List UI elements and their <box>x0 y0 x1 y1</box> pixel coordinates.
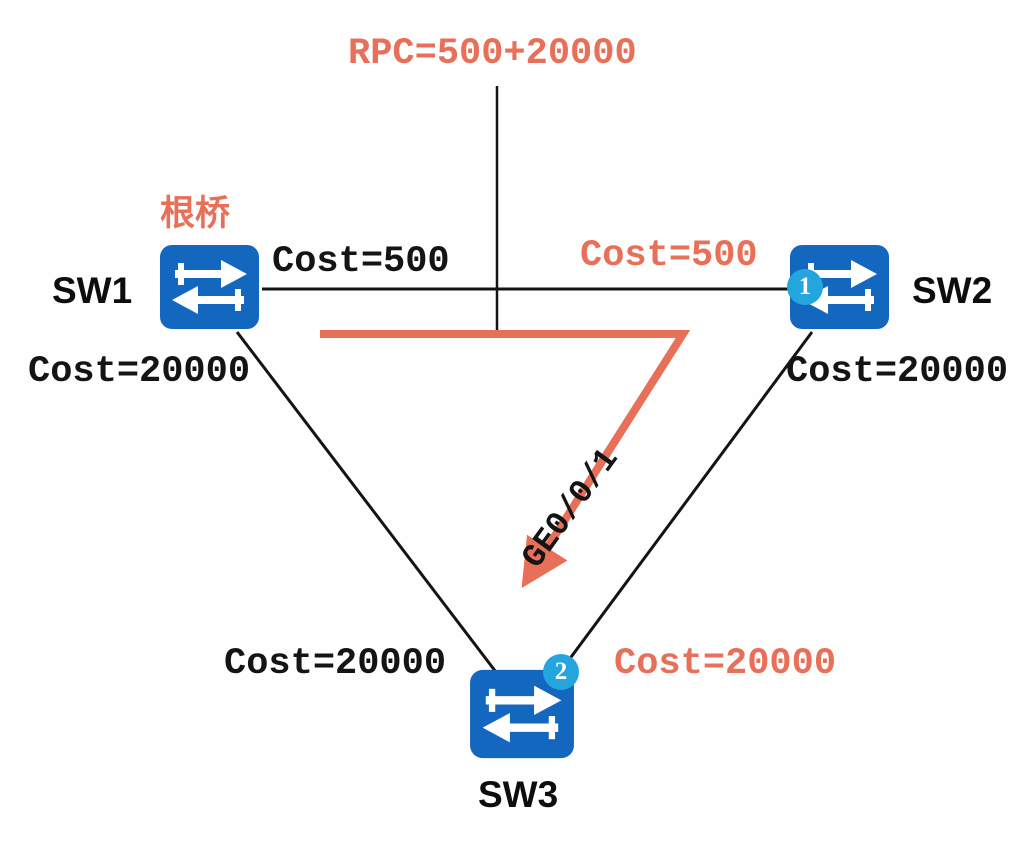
cost-label-sw1-sw2: Cost=500 <box>272 241 450 283</box>
switch-icon-sw1 <box>160 245 259 329</box>
cost-label-sw2-sw3: Cost=20000 <box>786 351 1009 393</box>
cost-label-sw3-port2: Cost=20000 <box>614 643 837 685</box>
cost-label-sw3-left: Cost=20000 <box>224 643 447 685</box>
cost-label-sw2-port1: Cost=500 <box>580 235 758 277</box>
node-label-sw2: SW2 <box>912 270 993 311</box>
port-badge-1: 1 <box>787 269 823 305</box>
link-sw2-sw3 <box>555 331 814 677</box>
switch-icon-sw3 <box>470 669 574 759</box>
root-bridge-label: 根桥 <box>160 194 231 233</box>
link-sw1-sw3 <box>235 331 501 677</box>
node-label-sw3: SW3 <box>478 774 559 815</box>
port-badge-2: 2 <box>543 654 579 690</box>
rpc-path-arrow <box>320 330 691 589</box>
cost-label-sw1-sw3: Cost=20000 <box>28 351 251 393</box>
rpc-label: RPC=500+20000 <box>348 33 637 75</box>
node-label-sw1: SW1 <box>52 270 133 311</box>
